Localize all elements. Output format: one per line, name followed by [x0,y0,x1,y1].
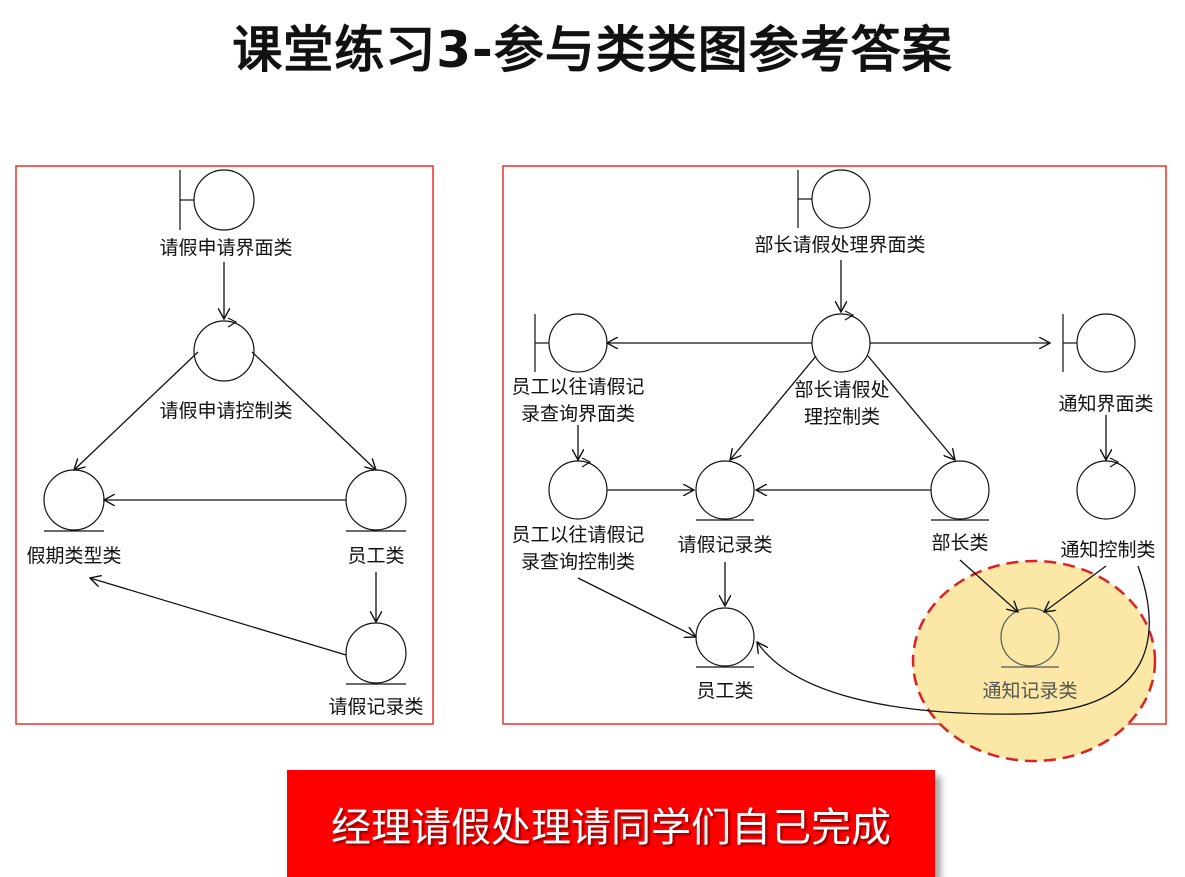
label-minister-leave-ui: 部长请假处理界面类 [754,234,925,256]
label-leave-record-right: 请假记录类 [677,534,772,556]
label-notify-ui: 通知界面类 [1058,393,1153,415]
left-diagram-arrows [74,262,376,656]
control-notify-icon [1076,457,1136,520]
label-minister-control-2: 理控制类 [804,406,880,428]
entity-employee-right-icon [695,607,755,668]
label-leave-application-ui: 请假申请界面类 [159,237,292,259]
entity-leave-record-right-icon [695,460,755,521]
boundary-minister-leave-ui-icon [797,169,871,229]
banner-text: 经理请假处理请同学们自己完成 [331,804,891,851]
label-leave-type: 假期类型类 [26,545,121,567]
entity-leave-type-icon [43,469,105,532]
label-minister: 部长类 [931,532,988,554]
label-history-query-control-2: 录查询控制类 [521,551,635,573]
control-history-query-icon [548,457,608,520]
entity-notify-record-icon [1000,607,1060,668]
label-leave-record-left: 请假记录类 [328,696,423,718]
boundary-history-query-ui-icon [534,313,608,373]
page-title: 课堂练习3-参与类类图参考答案 [232,21,953,79]
left-diagram-frame [15,165,434,725]
right-diagram-arrows [578,260,1150,715]
label-employee-right: 员工类 [696,680,753,702]
label-history-query-control-1: 员工以往请假记 [511,524,644,546]
entity-leave-record-left-icon [345,622,407,685]
label-leave-application-control: 请假申请控制类 [159,400,292,422]
boundary-notify-ui-icon [1062,313,1136,373]
control-minister-leave-icon [811,310,871,373]
highlight-notify-record [911,559,1157,763]
label-notify-record: 通知记录类 [982,680,1077,702]
boundary-leave-application-ui-icon [179,169,255,231]
completion-banner: 经理请假处理请同学们自己完成 [287,770,935,877]
entity-minister-icon [930,460,990,521]
label-history-query-ui-1: 员工以往请假记 [511,376,644,398]
entity-employee-left-icon [345,469,407,532]
control-leave-application-icon [193,317,255,382]
label-notify-control: 通知控制类 [1060,539,1155,561]
label-minister-control-1: 部长请假处 [794,379,889,401]
label-employee-left: 员工类 [347,545,404,567]
label-history-query-ui-2: 录查询界面类 [521,403,635,425]
right-diagram-frame [502,165,1167,725]
